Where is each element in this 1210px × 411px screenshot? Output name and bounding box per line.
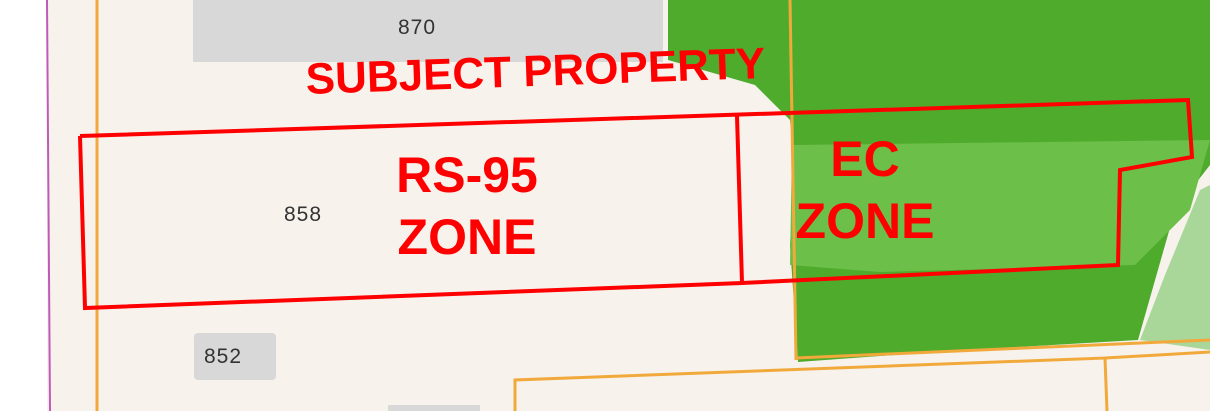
parcel-label-box-852 <box>194 333 276 380</box>
map-left-border <box>46 0 51 411</box>
green-area-light <box>1140 185 1210 350</box>
map-left-margin <box>0 0 47 411</box>
parcel-label-858: 858 <box>284 203 323 226</box>
parcel-label-box-870 <box>193 0 663 62</box>
parcel-label-box-bottom <box>388 405 480 411</box>
parcel-label-870: 870 <box>398 16 437 39</box>
green-area-mid <box>790 140 1210 272</box>
zone-label-ec-line1: EC <box>830 131 900 187</box>
parcel-label-852: 852 <box>204 345 243 368</box>
zone-label-ec-line2: ZONE <box>795 193 935 249</box>
lot-lines <box>95 0 1210 411</box>
subject-property-boundary <box>78 97 1195 311</box>
zone-label-ec: EC ZONE <box>770 134 960 246</box>
zone-label-rs95-line2: ZONE <box>397 209 537 265</box>
zone-label-rs95: RS-95 ZONE <box>372 150 562 262</box>
zone-label-rs95-line1: RS-95 <box>396 147 538 203</box>
